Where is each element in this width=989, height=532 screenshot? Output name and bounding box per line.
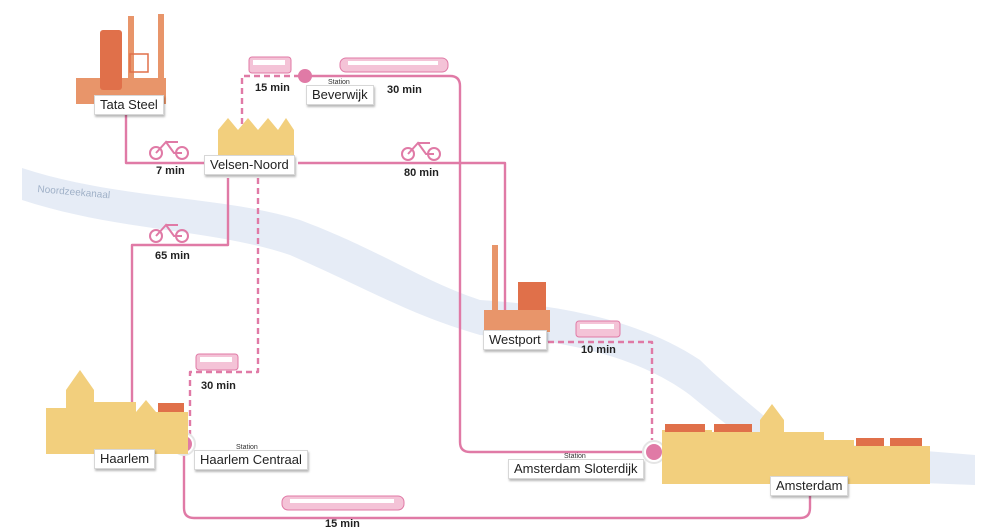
route-haarlem-amsterdam	[182, 452, 812, 520]
bicycle-icon	[149, 223, 189, 243]
tata-steel-factory-icon	[76, 14, 166, 104]
travel-time-bike-velsen-westport: 80 min	[404, 167, 439, 179]
bicycle-icon	[401, 141, 441, 161]
place-label-tata-steel[interactable]: Tata Steel	[94, 95, 164, 115]
travel-time-bus-velsen-beverwijk: 15 min	[255, 82, 290, 94]
train-icon	[339, 57, 449, 73]
bus-icon	[575, 320, 621, 338]
route-velsen-haarlem-bus	[188, 178, 260, 440]
station-marker-icon	[298, 69, 312, 83]
westport-factory-icon	[484, 245, 550, 332]
travel-time-bike-velsen-haarlem: 65 min	[155, 250, 190, 262]
station-tag: Station	[564, 453, 586, 460]
travel-time-bus-velsen-haarlem: 30 min	[201, 380, 236, 392]
route-beverwijk-sloterdijk	[305, 74, 652, 454]
travel-time-train-haarlem-amsterdam: 15 min	[325, 518, 360, 530]
amsterdam-town-icon	[662, 404, 930, 484]
travel-time-bike-tata-velsen: 7 min	[156, 165, 185, 177]
route-velsen-haarlem	[130, 178, 230, 408]
station-marker-icon	[642, 440, 666, 464]
station-tag: Station	[236, 444, 258, 451]
haarlem-town-icon	[46, 370, 188, 454]
station-label-haarlem-centraal[interactable]: Haarlem Centraal	[194, 450, 308, 470]
place-label-amsterdam[interactable]: Amsterdam	[770, 476, 849, 496]
route-velsen-beverwijk-bus	[240, 74, 300, 124]
place-label-haarlem[interactable]: Haarlem	[94, 449, 156, 469]
travel-time-train-beverwijk-sloterdijk: 30 min	[387, 84, 422, 96]
place-label-westport[interactable]: Westport	[483, 330, 547, 350]
station-label-amsterdam-sloterdijk[interactable]: Amsterdam Sloterdijk	[508, 459, 644, 479]
bus-icon	[248, 56, 292, 74]
route-westport-sloterdijk-bus	[548, 340, 654, 440]
train-icon	[281, 495, 405, 511]
station-tag: Station	[328, 79, 350, 86]
route-velsen-westport	[298, 161, 507, 320]
place-label-velsen-noord[interactable]: Velsen-Noord	[204, 155, 295, 175]
station-label-beverwijk[interactable]: Beverwijk	[306, 85, 374, 105]
route-tata-velsen	[124, 112, 215, 165]
bicycle-icon	[149, 140, 189, 160]
velsen-noord-town-icon	[218, 118, 294, 155]
bus-icon	[195, 353, 239, 371]
travel-time-bus-westport-sloterdijk: 10 min	[581, 344, 616, 356]
